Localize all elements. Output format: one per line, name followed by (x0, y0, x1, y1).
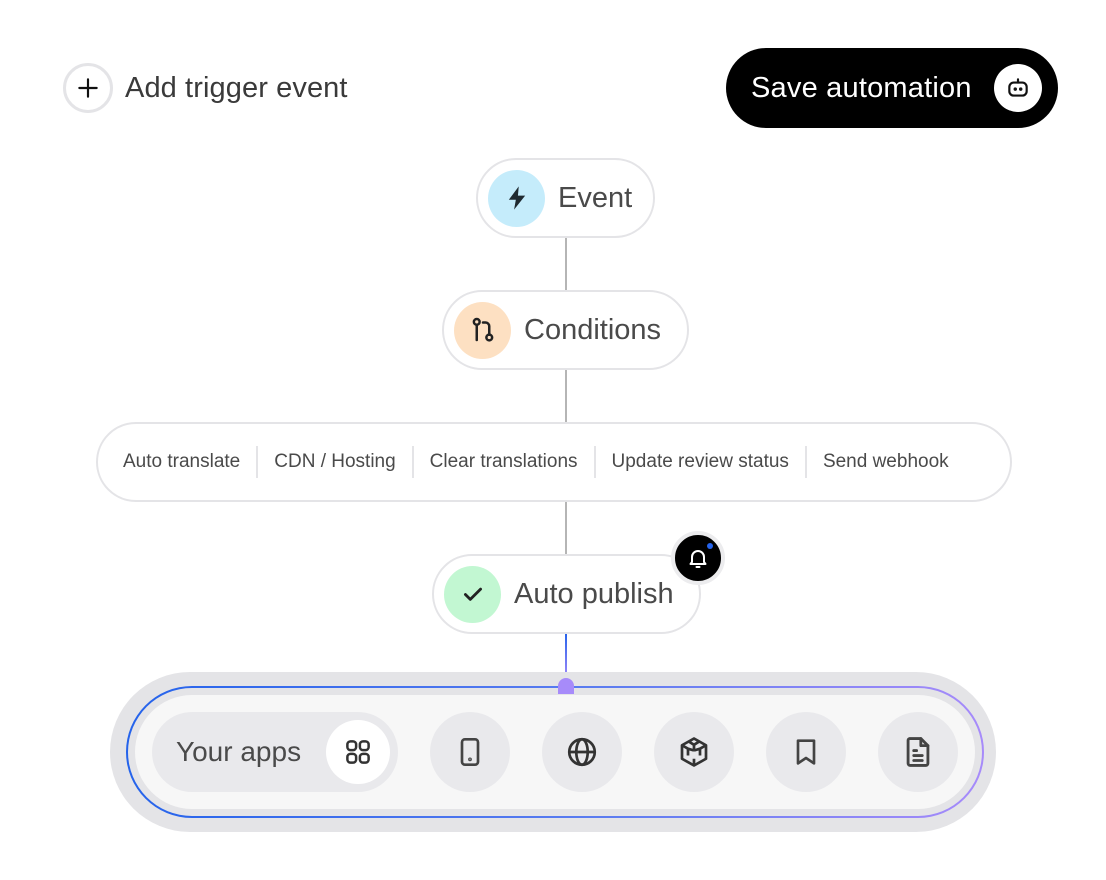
dock-document-button[interactable] (878, 712, 958, 792)
add-trigger-label: Add trigger event (125, 71, 348, 104)
add-trigger-event-button[interactable]: Add trigger event (63, 63, 348, 113)
your-apps-button[interactable]: Your apps (152, 712, 398, 792)
divider (593, 446, 596, 478)
your-apps-label: Your apps (176, 736, 302, 767)
conditions-label: Conditions (524, 313, 662, 346)
check-icon (444, 565, 501, 623)
lightning-icon (488, 169, 545, 227)
connector-line-active (565, 633, 567, 681)
globe-icon (567, 737, 597, 767)
save-automation-button[interactable]: Save automation (726, 48, 1058, 128)
plus-icon (63, 63, 113, 113)
bookmark-icon (796, 739, 816, 765)
package-icon (680, 737, 708, 767)
unread-dot (707, 543, 713, 549)
git-branch-icon (454, 301, 511, 359)
divider (411, 446, 414, 478)
event-label: Event (558, 181, 633, 214)
connector-line (565, 369, 567, 423)
event-node[interactable]: Event (476, 158, 655, 238)
document-icon (906, 737, 930, 767)
dock-mobile-button[interactable] (430, 712, 510, 792)
action-update-review-status[interactable]: Update review status (611, 451, 789, 472)
dock-package-button[interactable] (654, 712, 734, 792)
connector-line (565, 501, 567, 555)
auto-publish-node[interactable]: Auto publish (432, 554, 701, 634)
actions-bar: Auto translate CDN / Hosting Clear trans… (96, 422, 1012, 502)
connector-knob (558, 678, 574, 694)
divider (256, 446, 259, 478)
action-send-webhook[interactable]: Send webhook (822, 451, 949, 472)
conditions-node[interactable]: Conditions (442, 290, 689, 370)
notification-bell-button[interactable] (671, 531, 725, 585)
auto-publish-label: Auto publish (514, 577, 674, 610)
action-cdn-hosting[interactable]: CDN / Hosting (274, 451, 396, 472)
action-auto-translate[interactable]: Auto translate (123, 451, 241, 472)
divider (804, 446, 807, 478)
dock-bookmark-button[interactable] (766, 712, 846, 792)
robot-icon (994, 64, 1042, 112)
connector-line (565, 237, 567, 291)
mobile-icon (460, 738, 480, 766)
action-clear-translations[interactable]: Clear translations (429, 451, 578, 472)
dock-globe-button[interactable] (542, 712, 622, 792)
bell-icon (689, 550, 707, 568)
grid-icon (326, 720, 390, 784)
save-automation-label: Save automation (751, 71, 972, 104)
